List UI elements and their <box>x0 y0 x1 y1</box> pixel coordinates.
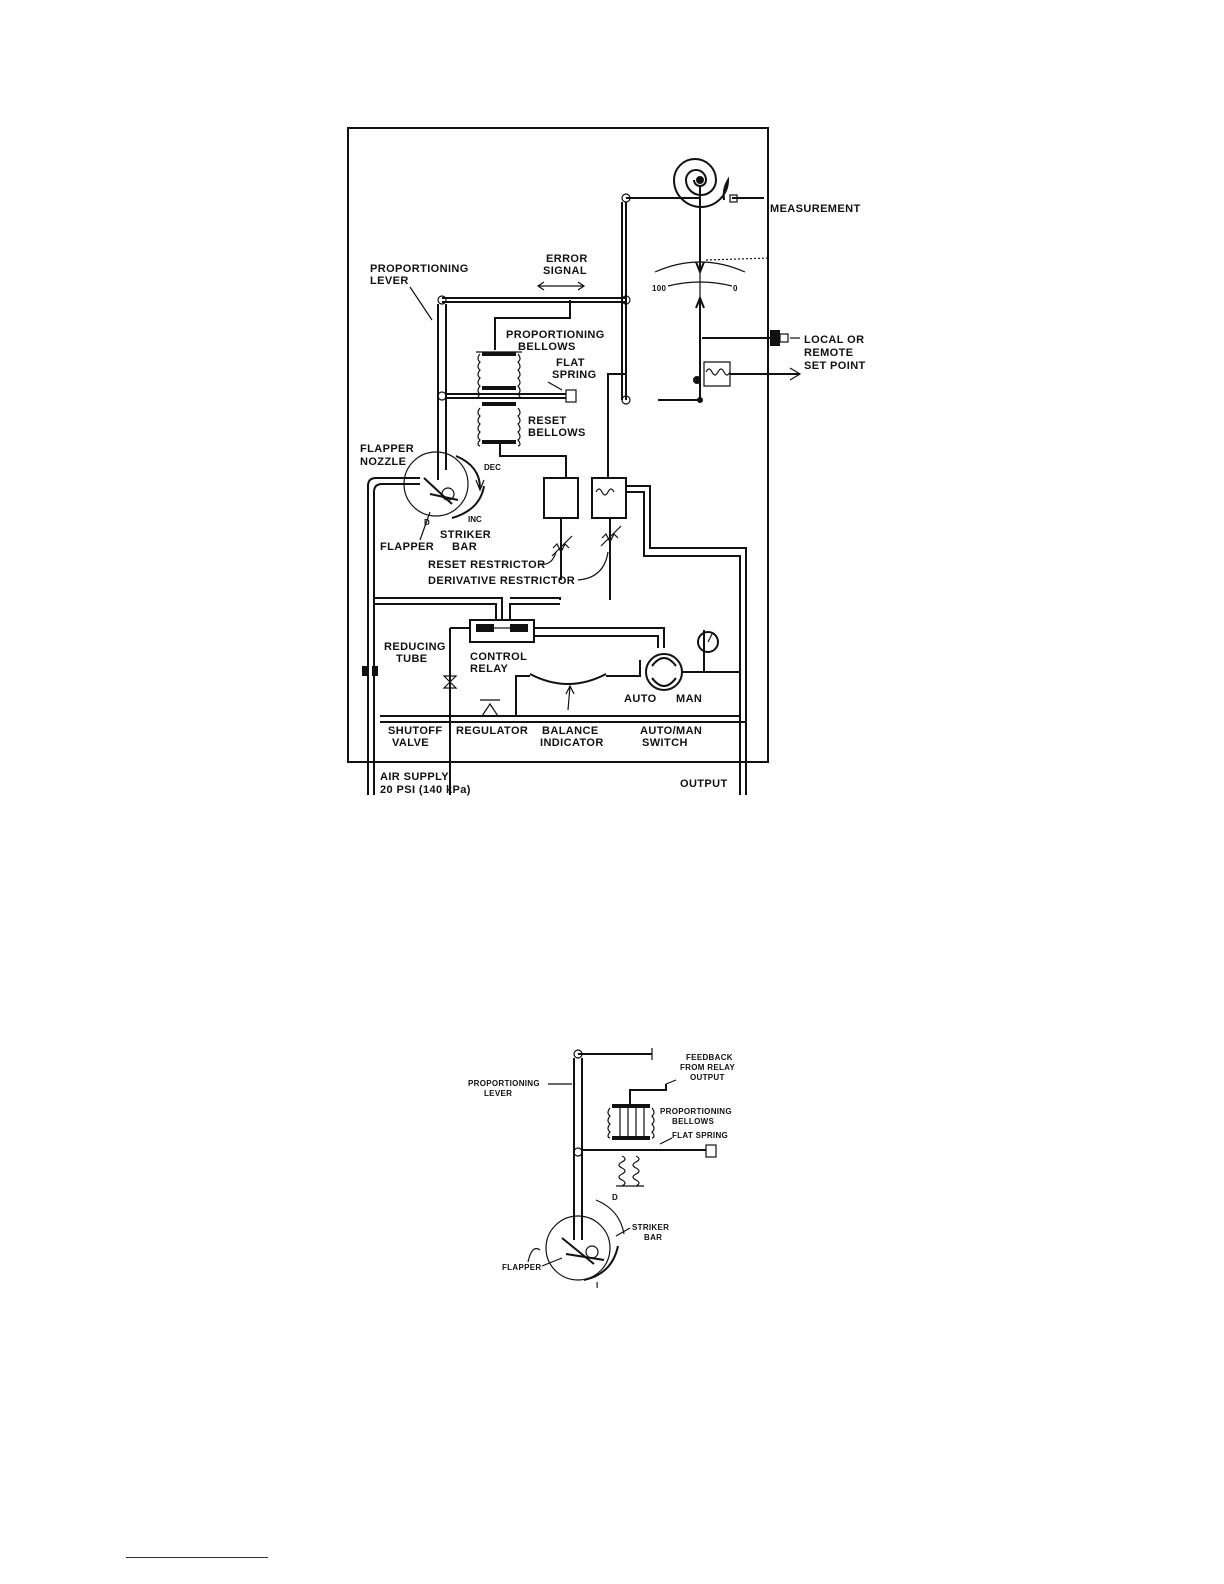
reset-bellows-label-1: RESET <box>528 415 567 427</box>
fig2-proportioning-bellows <box>607 1104 655 1140</box>
fig2-feedback-label-3: OUTPUT <box>690 1073 725 1082</box>
fig2-flat-spring-label: FLAT SPRING <box>672 1131 728 1140</box>
scale-100-label: 100 <box>652 284 666 293</box>
reducing-tube-label-2: TUBE <box>396 653 428 665</box>
inc-label: INC <box>468 515 482 524</box>
air-supply-label-1: AIR SUPPLY <box>380 771 449 783</box>
reset-bellows <box>477 402 567 478</box>
controller-schematic: MEASUREMENT 100 0 LOCAL OR REMOTE <box>347 127 866 796</box>
derivative-restrictor-label: DERIVATIVE RESTRICTOR <box>428 575 575 587</box>
reset-restrictor-label: RESET RESTRICTOR <box>428 559 545 571</box>
proportioning-lever <box>437 304 447 470</box>
scale-0-label: 0 <box>733 284 738 293</box>
flapper-nozzle-label-2: NOZZLE <box>360 456 406 468</box>
flat-spring <box>446 393 566 399</box>
fig2-feedback-label-1: FEEDBACK <box>686 1053 733 1062</box>
set-point-bellows <box>693 361 802 387</box>
output-label: OUTPUT <box>680 778 728 790</box>
auto-man-switch <box>645 630 741 716</box>
flat-spring-label-2: SPRING <box>552 369 597 381</box>
proportioning-bellows-label-1: PROPORTIONING <box>506 329 605 341</box>
local-remote-label-3: SET POINT <box>804 360 866 372</box>
local-remote-label-1: LOCAL OR <box>804 334 864 346</box>
striker-bar-label-1: STRIKER <box>440 529 491 541</box>
control-relay-label-1: CONTROL <box>470 651 527 663</box>
balance-indicator <box>529 673 607 685</box>
control-relay-label-2: RELAY <box>470 663 509 675</box>
local-remote-label-2: REMOTE <box>804 347 853 359</box>
fig2-proportioning-bellows-label-1: PROPORTIONING <box>660 1107 732 1116</box>
control-relay <box>469 619 535 643</box>
proportioning-detail: PROPORTIONING LEVER FEEDBACK FROM RELAY … <box>468 1048 736 1290</box>
proportioning-lever-label-2: LEVER <box>370 275 409 287</box>
dial-d-label: D <box>424 518 430 527</box>
reducing-tube-label-1: REDUCING <box>384 641 446 653</box>
fig2-flapper-label: FLAPPER <box>502 1263 541 1272</box>
reset-capacity-tank <box>543 477 579 519</box>
regulator <box>480 699 500 717</box>
measurement-label: MEASUREMENT <box>770 203 861 215</box>
balance-indicator-label-2: INDICATOR <box>540 737 604 749</box>
shutoff-valve <box>442 675 458 689</box>
dec-label: DEC <box>484 463 501 472</box>
fig2-feedback-label-2: FROM RELAY <box>680 1063 736 1072</box>
fig2-proportioning-lever-label-1: PROPORTIONING <box>468 1079 540 1088</box>
flapper-nozzle-dial <box>403 451 485 519</box>
error-signal-label-1: ERROR <box>546 253 588 265</box>
fig2-striker-bar-label-1: STRIKER <box>632 1223 669 1232</box>
auto-label: AUTO <box>624 693 657 705</box>
derivative-capacity-tank <box>591 477 627 519</box>
air-supply-label-2: 20 PSI (140 kPa) <box>380 784 471 796</box>
footnote-rule <box>126 1557 268 1558</box>
flapper-label: FLAPPER <box>380 541 434 553</box>
error-signal-arrow <box>536 281 586 291</box>
auto-man-switch-label-1: AUTO/MAN <box>640 725 702 737</box>
shutoff-valve-label-2: VALVE <box>392 737 429 749</box>
proportioning-bellows-label-2: BELLOWS <box>518 341 576 353</box>
error-signal-label-2: SIGNAL <box>543 265 587 277</box>
shutoff-valve-label-1: SHUTOFF <box>388 725 443 737</box>
fig2-proportioning-bellows-label-2: BELLOWS <box>672 1117 714 1126</box>
indicator-scale: 100 0 <box>652 186 771 380</box>
flat-spring-label-1: FLAT <box>556 357 585 369</box>
auto-man-switch-label-2: SWITCH <box>642 737 688 749</box>
fig2-dial-i-label: I <box>596 1281 598 1290</box>
instrument-case <box>347 127 769 763</box>
proportioning-lever-label-1: PROPORTIONING <box>370 263 469 275</box>
fig2-striker-bar-label-2: BAR <box>644 1233 662 1242</box>
balance-indicator-label-1: BALANCE <box>542 725 599 737</box>
fig2-dial-d-label: D <box>612 1193 618 1202</box>
reset-bellows-label-2: BELLOWS <box>528 427 586 439</box>
set-point-knob <box>702 330 800 346</box>
measurement-spiral <box>672 158 764 208</box>
flapper-nozzle-label-1: FLAPPER <box>360 443 414 455</box>
output-gauge <box>697 631 719 653</box>
striker-bar-label-2: BAR <box>452 541 477 553</box>
man-label: MAN <box>676 693 702 705</box>
fig2-proportioning-lever-label-2: LEVER <box>484 1089 512 1098</box>
regulator-label: REGULATOR <box>456 725 528 737</box>
fig2-flapper-dial <box>527 1199 625 1281</box>
